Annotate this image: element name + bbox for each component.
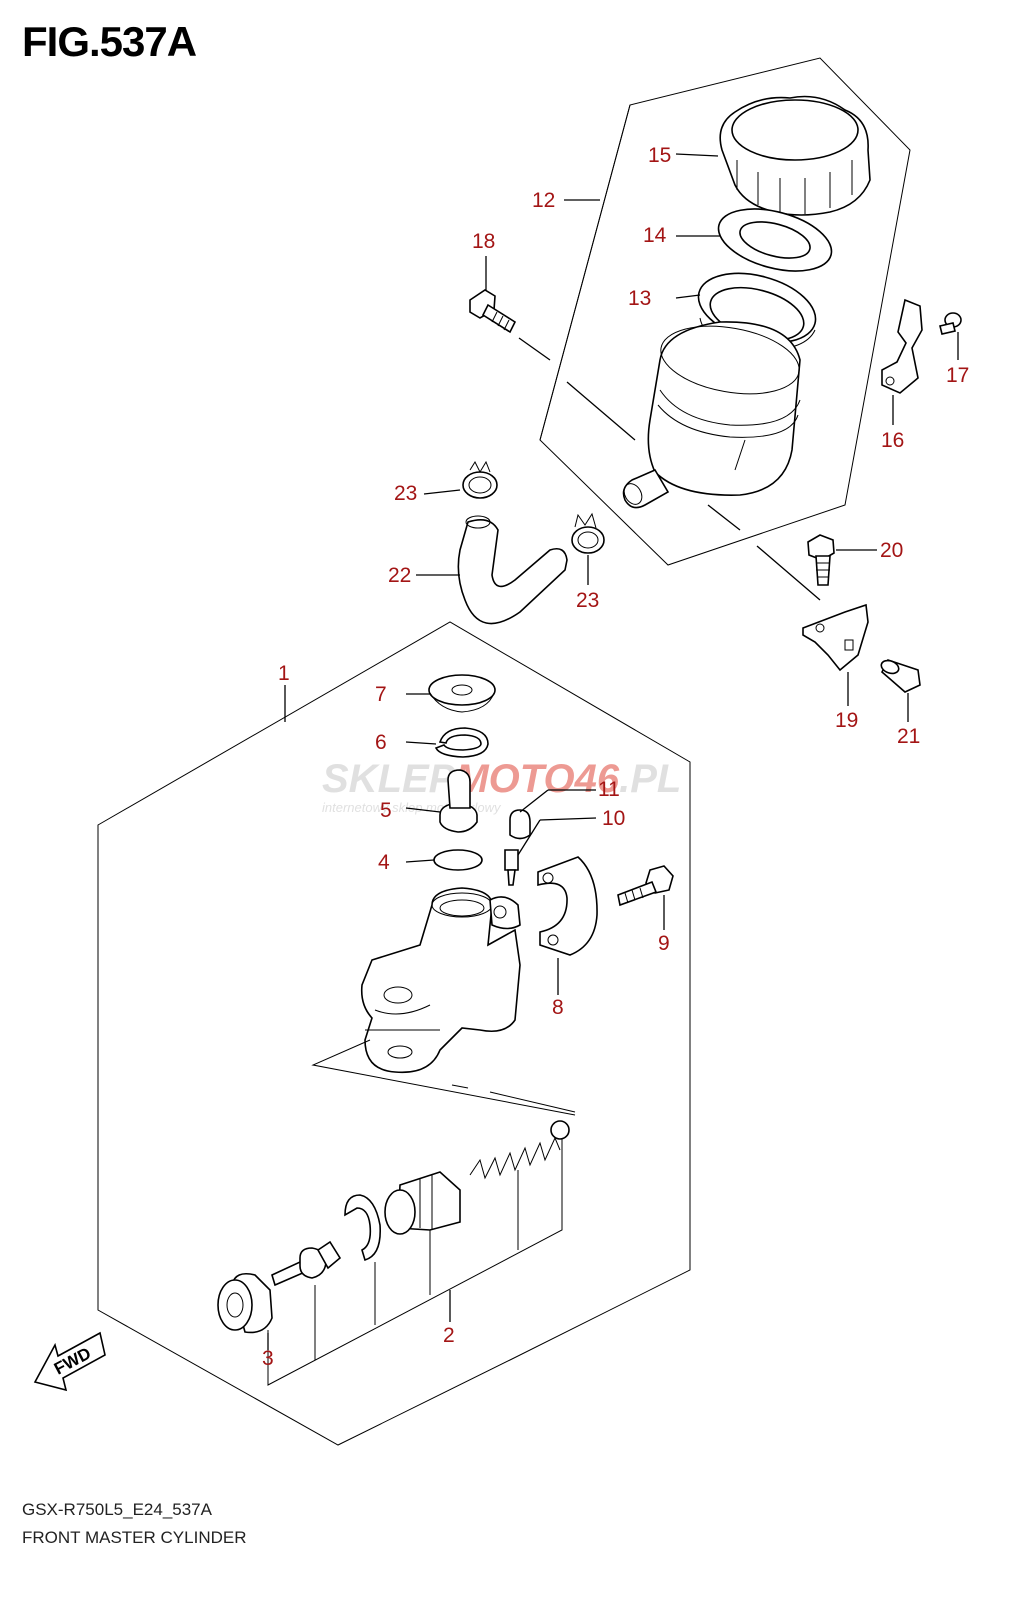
diaphragm-plate [717, 208, 833, 272]
callout-1: 1 [278, 662, 290, 685]
o-ring-4 [433, 849, 483, 871]
callout-14: 14 [643, 224, 667, 247]
callout-10: 10 [602, 807, 625, 830]
callout-5: 5 [380, 799, 392, 822]
reservoir-hose [457, 515, 568, 625]
reservoir-cap [719, 95, 871, 216]
callout-15: 15 [648, 144, 671, 167]
bleeder-10 [504, 849, 519, 886]
watermark-brand-d: .PL [619, 757, 681, 801]
bracket-16 [881, 298, 923, 394]
svg-text:SKLEPMOTO46.PL: SKLEPMOTO46.PL [322, 757, 681, 801]
hose-clip-23b [571, 512, 605, 554]
hose-clip-23a [462, 460, 498, 499]
watermark: SKLEPMOTO46.PL internetowy sklep motocyk… [322, 757, 681, 815]
callout-16: 16 [881, 429, 904, 452]
bolt-18 [469, 289, 517, 334]
model-code: GSX-R750L5_E24_537A [22, 1500, 212, 1519]
piston-cup-assembly [384, 1171, 461, 1235]
callout-7: 7 [375, 683, 387, 706]
callout-8: 8 [552, 996, 564, 1019]
screw-17 [939, 312, 962, 335]
hose-connector-5 [439, 769, 478, 833]
cap-11 [509, 809, 531, 840]
callout-11: 11 [598, 778, 620, 801]
circlip-piston [344, 1194, 382, 1261]
leader-lines [267, 153, 959, 1350]
watermark-brand-b: MOTO [455, 757, 574, 801]
callout-23a: 23 [394, 482, 417, 505]
boot-7 [428, 674, 496, 713]
callout-3: 3 [262, 1347, 274, 1370]
callout-13: 13 [628, 287, 651, 310]
master-cylinder-body [360, 887, 521, 1074]
bracket-19 [802, 603, 869, 672]
callout-6: 6 [375, 731, 387, 754]
clamp-8 [537, 856, 598, 956]
callout-12: 12 [532, 189, 555, 212]
callout-17: 17 [946, 364, 969, 387]
push-rod [271, 1240, 342, 1287]
callout-2: 2 [443, 1324, 455, 1347]
callout-21: 21 [897, 725, 920, 748]
callout-4: 4 [378, 851, 390, 874]
callout-22: 22 [388, 564, 411, 587]
callouts: 1 2 3 4 5 6 7 8 9 10 11 12 13 14 15 16 1… [262, 144, 969, 1370]
grommet-21 [880, 659, 921, 693]
callout-9: 9 [658, 932, 670, 955]
bolt-9 [617, 865, 674, 907]
dust-boot-3 [217, 1272, 273, 1334]
callout-23b: 23 [576, 589, 599, 612]
callout-18: 18 [472, 230, 495, 253]
callout-19: 19 [835, 709, 858, 732]
cylinder-group-outline [97, 621, 691, 1446]
figure-title: FIG.537A [22, 18, 197, 65]
watermark-brand-c: 46 [574, 757, 620, 801]
watermark-brand-a: SKLEP [322, 757, 456, 801]
spring [469, 1120, 570, 1180]
forward-arrow: FWD [33, 1331, 106, 1392]
bolt-20 [807, 534, 835, 586]
circlip-6 [434, 727, 489, 758]
callout-20: 20 [880, 539, 903, 562]
reservoir-body [622, 321, 801, 509]
section-name: FRONT MASTER CYLINDER [22, 1528, 247, 1547]
